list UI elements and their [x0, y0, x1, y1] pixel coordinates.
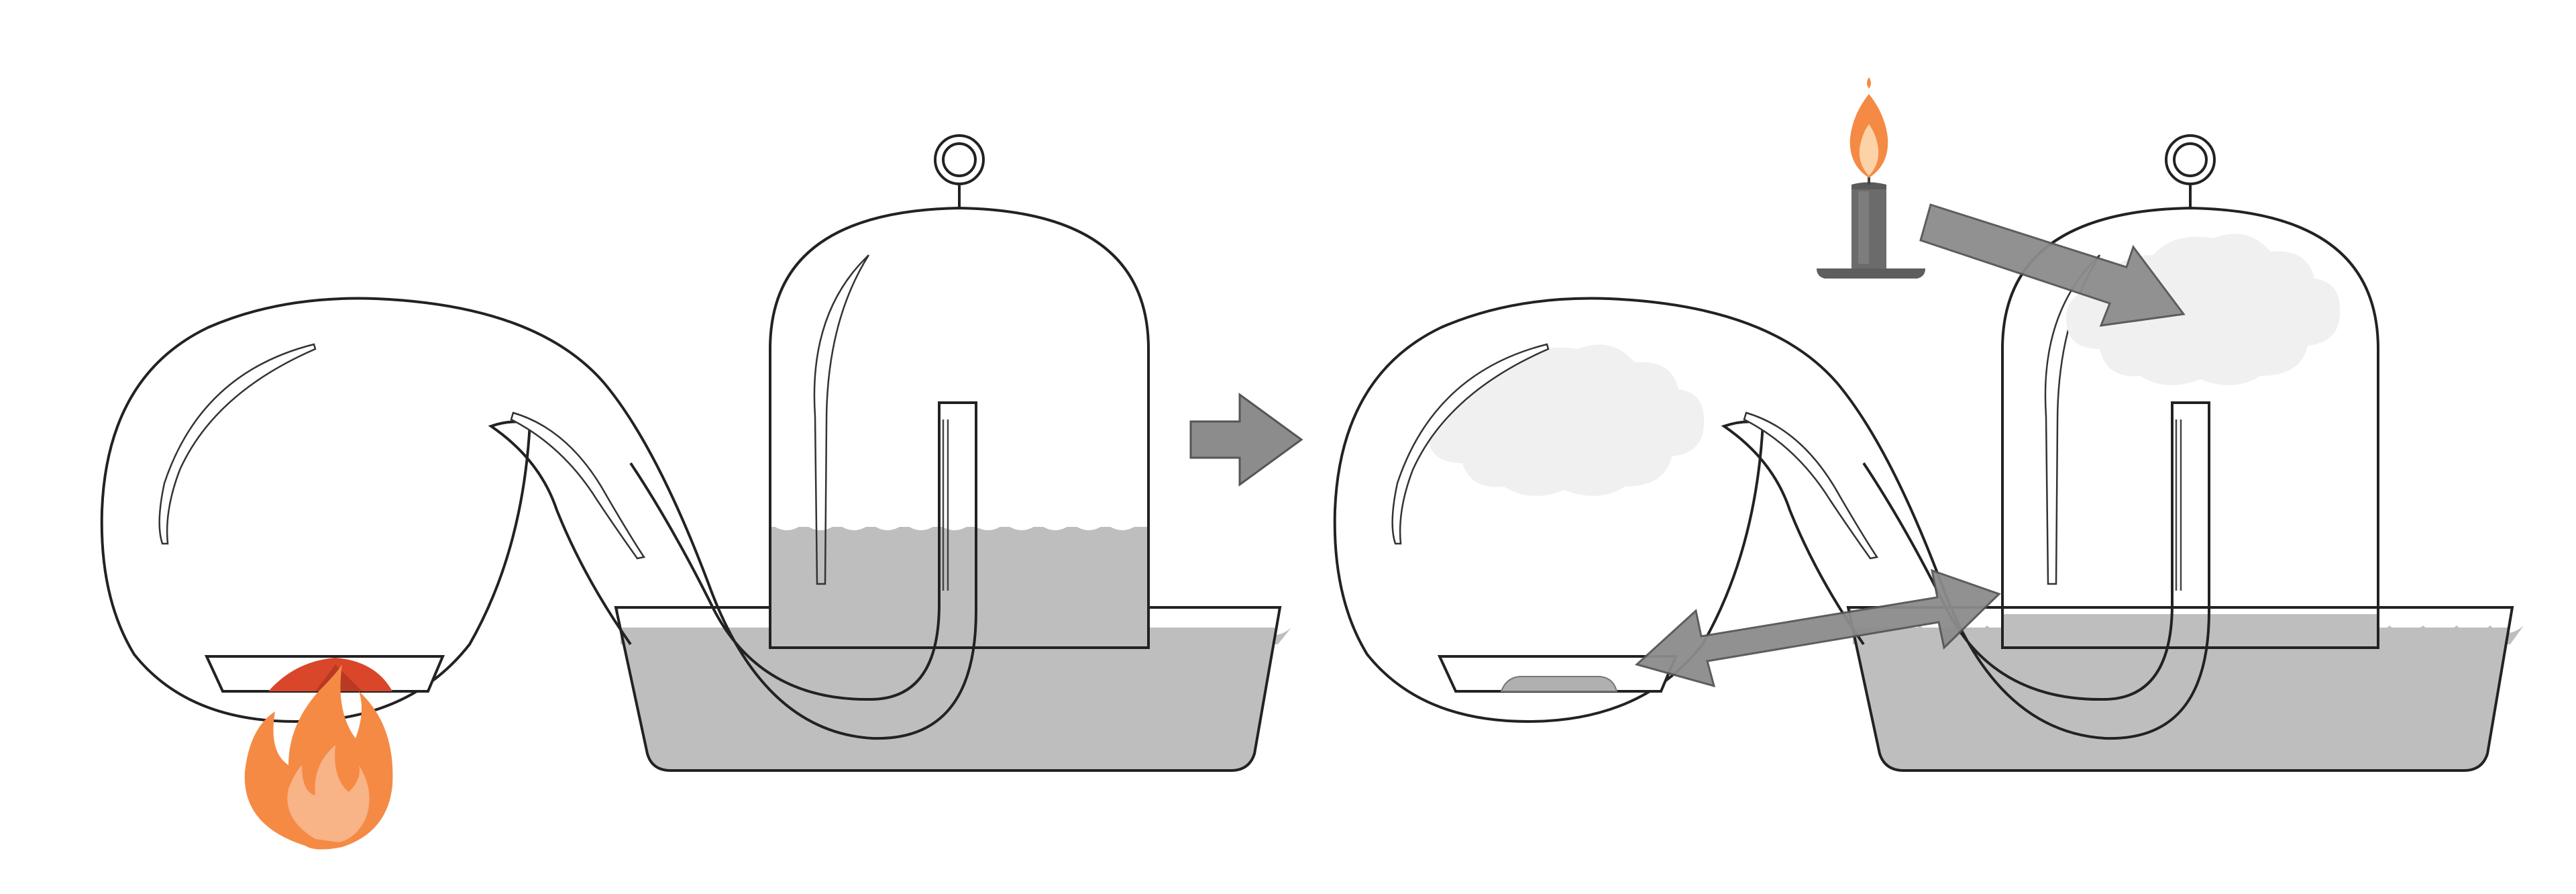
heating-dish	[204, 655, 445, 693]
arrow-icon	[1919, 203, 2186, 327]
right-arrow-icon	[1189, 393, 1303, 487]
cloud-in-flask	[1391, 343, 1705, 545]
bell-jar	[769, 134, 1150, 649]
candle-icon	[1817, 77, 1925, 279]
stage-after	[1333, 77, 2524, 772]
flame-icon	[244, 664, 393, 850]
double-arrow-icon	[1634, 568, 2001, 688]
residue-dish	[1437, 655, 1678, 693]
bell-jar-after	[2001, 134, 2379, 649]
stage-before	[100, 134, 1291, 850]
retort-flask	[100, 297, 977, 740]
